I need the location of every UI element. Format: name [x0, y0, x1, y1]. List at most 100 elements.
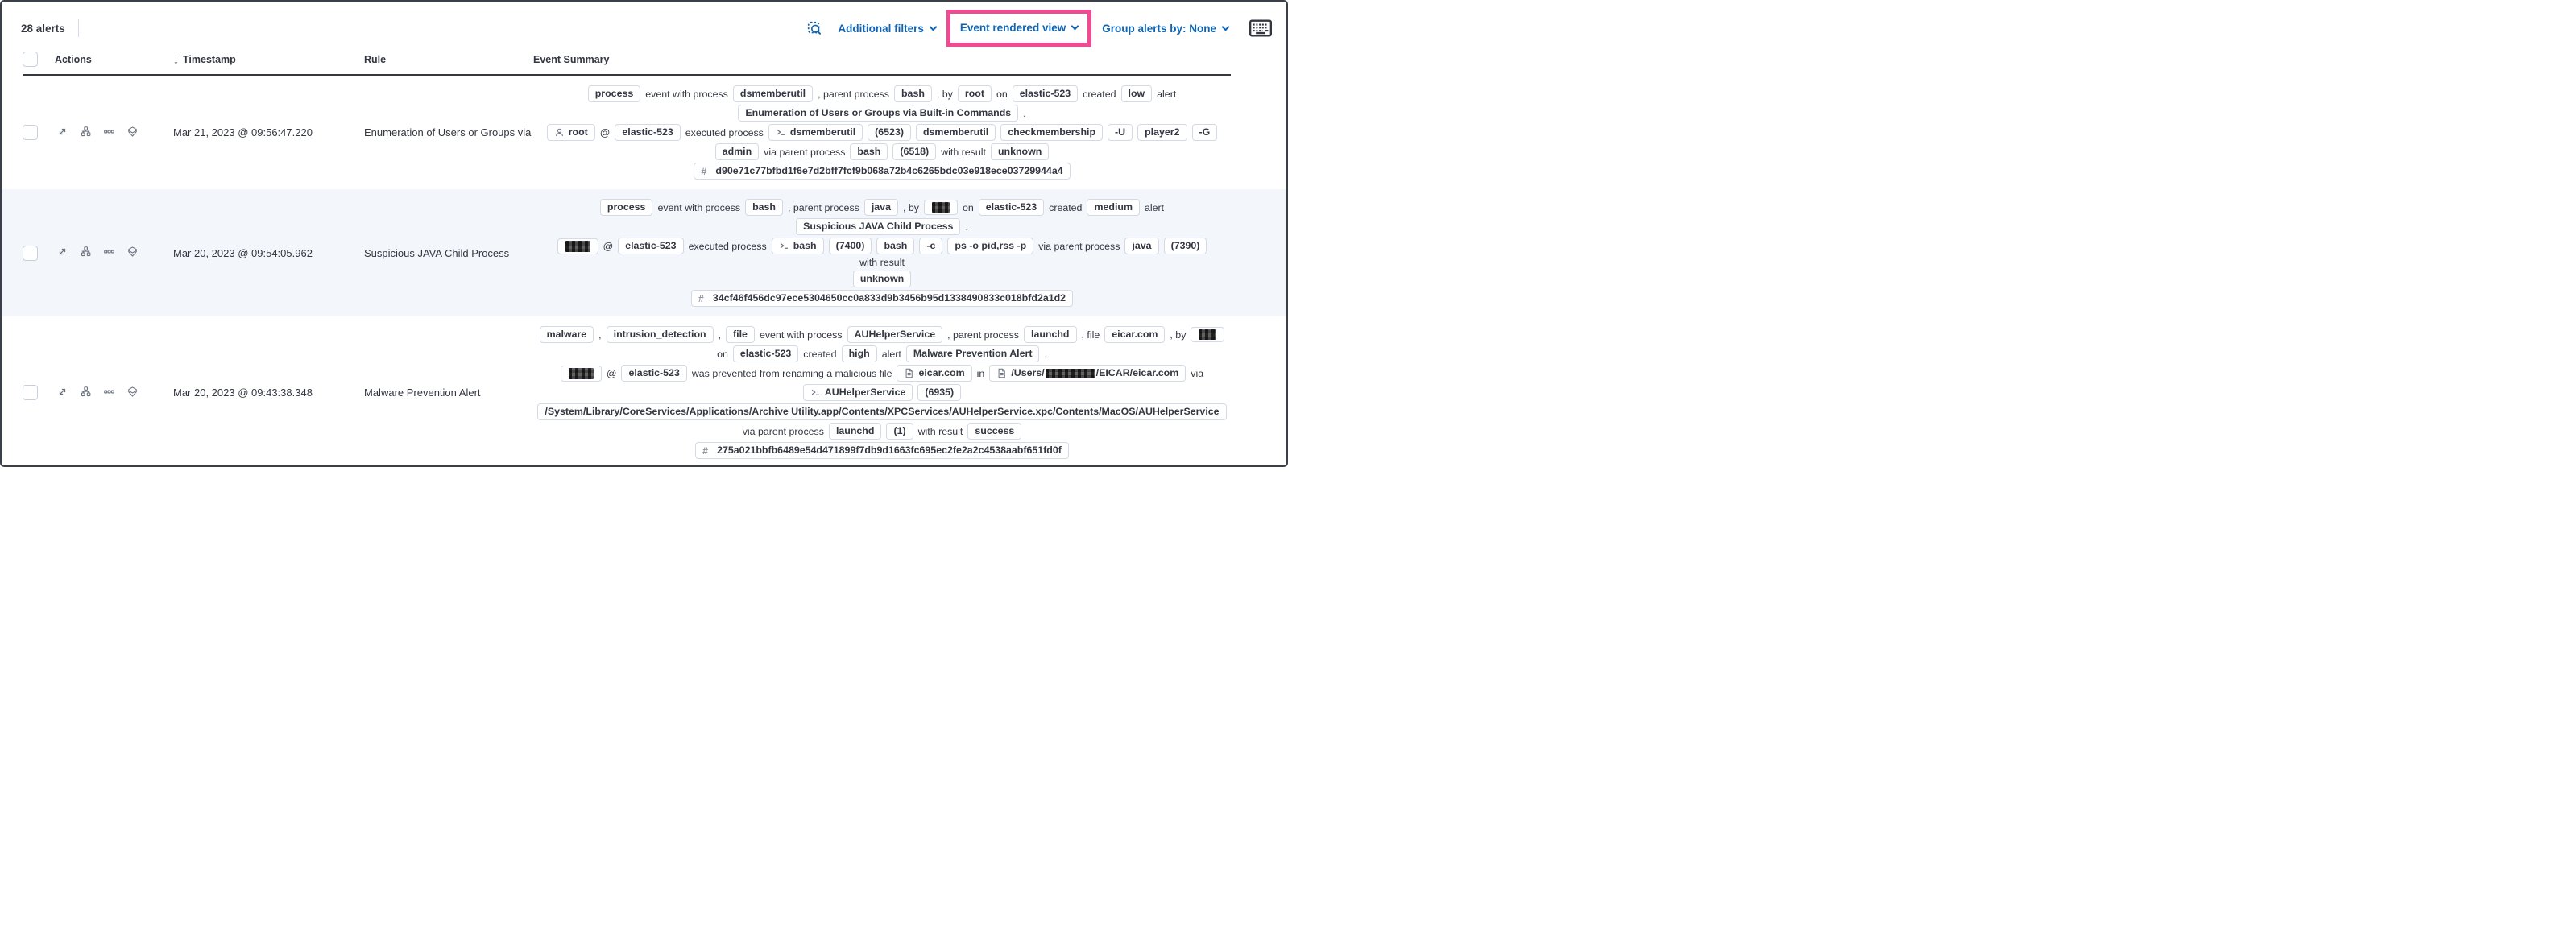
header-event-summary: Event Summary: [533, 53, 610, 65]
summary-badge[interactable]: low: [1120, 85, 1153, 102]
summary-badge[interactable]: -c: [919, 238, 943, 254]
summary-badge[interactable]: (1): [886, 423, 913, 440]
summary-badge[interactable]: Suspicious JAVA Child Process: [796, 218, 961, 235]
summary-badge[interactable]: ps -o pid,rss -p: [947, 238, 1034, 254]
summary-badge[interactable]: player2: [1137, 124, 1187, 141]
expand-button[interactable]: [55, 126, 69, 140]
summary-badge[interactable]: bash: [876, 238, 915, 254]
summary-line: Suspicious JAVA Child Process.: [796, 218, 968, 235]
summary-badge[interactable]: unknown: [852, 271, 912, 287]
inspect-icon[interactable]: [806, 20, 823, 37]
session-view-button[interactable]: [125, 246, 139, 260]
group-alerts-by-button[interactable]: Group alerts by: None: [1102, 23, 1230, 35]
row-actions-cell: [55, 76, 173, 189]
hash-icon: #: [698, 293, 704, 304]
summary-badge[interactable]: (7400): [828, 238, 872, 254]
summary-badge[interactable]: elastic-523: [618, 238, 684, 254]
summary-badge[interactable]: dsmemberutil: [768, 124, 863, 141]
summary-badge[interactable]: bash: [850, 143, 888, 160]
summary-badge[interactable]: admin: [714, 143, 760, 160]
summary-badge[interactable]: AUHelperService: [847, 326, 943, 343]
summary-badge[interactable]: launchd: [828, 423, 882, 440]
summary-badge[interactable]: /Users//EICAR/eicar.com: [989, 365, 1187, 382]
summary-badge[interactable]: dsmemberutil: [732, 85, 814, 102]
summary-badge[interactable]: bash: [745, 199, 783, 216]
summary-badge[interactable]: medium: [1087, 199, 1140, 216]
expand-button[interactable]: [55, 246, 69, 260]
summary-badge[interactable]: process: [599, 199, 653, 216]
more-actions-button[interactable]: [101, 246, 116, 260]
summary-text: via parent process: [764, 146, 846, 158]
summary-badge[interactable]: /System/Library/CoreServices/Application…: [537, 403, 1227, 420]
summary-badge[interactable]: bash: [893, 85, 932, 102]
session-view-button[interactable]: [125, 386, 139, 400]
summary-badge[interactable]: launchd: [1024, 326, 1077, 343]
summary-badge[interactable]: intrusion_detection: [606, 326, 714, 343]
summary-badge[interactable]: high: [841, 345, 877, 362]
summary-badge[interactable]: java: [863, 199, 898, 216]
summary-badge[interactable]: eicar.com: [897, 365, 972, 382]
expand-button[interactable]: [55, 386, 69, 400]
session-view-button[interactable]: [125, 126, 139, 140]
summary-badge[interactable]: unknown: [990, 143, 1050, 160]
summary-badge[interactable]: (6523): [868, 124, 911, 141]
summary-badge[interactable]: (6518): [892, 143, 937, 160]
summary-badge[interactable]: elastic-523: [615, 124, 681, 141]
summary-badge[interactable]: eicar.com: [1104, 326, 1166, 343]
summary-badge[interactable]: elastic-523: [978, 199, 1045, 216]
summary-badge[interactable]: elastic-523: [1012, 85, 1079, 102]
row-checkbox-cell: [23, 76, 55, 189]
row-checkbox[interactable]: [23, 245, 38, 261]
summary-badge[interactable]: process: [587, 85, 641, 102]
summary-badge[interactable]: root: [546, 124, 595, 141]
summary-badge[interactable]: checkmembership: [1000, 124, 1104, 141]
summary-badge[interactable]: dsmemberutil: [915, 124, 996, 141]
terminal-icon: [776, 127, 786, 138]
summary-badge[interactable]: #d90e71c77bfbd1f6e7d2bff7fcf9b068a72b4c6…: [694, 163, 1071, 180]
summary-badge[interactable]: -G: [1191, 124, 1218, 141]
select-all-checkbox[interactable]: [23, 52, 38, 67]
badge-text: malware: [546, 329, 587, 340]
summary-badge[interactable]: (6935): [917, 384, 962, 401]
summary-badge[interactable]: Enumeration of Users or Groups via Built…: [738, 105, 1019, 122]
badge-text: bash: [857, 146, 881, 157]
summary-badge[interactable]: [923, 200, 958, 215]
header-timestamp[interactable]: ↓ Timestamp: [173, 53, 364, 66]
summary-badge[interactable]: [557, 238, 598, 254]
row-checkbox[interactable]: [23, 385, 38, 400]
analyzer-button[interactable]: [78, 386, 93, 400]
summary-badge[interactable]: elastic-523: [732, 345, 799, 362]
summary-badge[interactable]: success: [967, 423, 1022, 440]
summary-badge[interactable]: bash: [771, 238, 824, 254]
summary-badge[interactable]: root: [957, 85, 992, 102]
summary-badge[interactable]: [560, 365, 602, 382]
summary-badge[interactable]: java: [1124, 238, 1159, 254]
more-actions-button[interactable]: [101, 386, 116, 400]
file-icon: [996, 368, 1007, 378]
summary-badge[interactable]: Malware Prevention Alert: [905, 345, 1040, 362]
summary-badge[interactable]: (7390): [1163, 238, 1207, 254]
analyzer-button[interactable]: [78, 246, 93, 260]
summary-badge[interactable]: malware: [539, 326, 594, 343]
summary-badge[interactable]: AUHelperService: [802, 384, 913, 401]
badge-text: low: [1128, 88, 1145, 99]
more-actions-button[interactable]: [101, 126, 116, 140]
summary-text: via parent process: [1038, 240, 1120, 252]
event-rendered-view-selector[interactable]: Event rendered view: [960, 22, 1079, 34]
summary-text: , file: [1081, 329, 1100, 341]
keyboard-icon[interactable]: [1249, 19, 1272, 37]
badge-text: launchd: [1031, 329, 1070, 340]
summary-badge[interactable]: [1191, 327, 1225, 342]
summary-badge[interactable]: elastic-523: [621, 365, 687, 382]
summary-badge[interactable]: file: [726, 326, 755, 343]
analyzer-button[interactable]: [78, 126, 93, 140]
expand-icon: [57, 386, 68, 397]
summary-badge[interactable]: #275a021bbfb6489e54d471899f7db9d1663fc69…: [695, 442, 1069, 459]
summary-badge[interactable]: #34cf46f456dc97ece5304650cc0a833d9b3456b…: [690, 290, 1074, 307]
timestamp-cell: Mar 21, 2023 @ 09:56:47.220: [173, 126, 313, 138]
summary-text: ,: [598, 329, 602, 341]
additional-filters-button[interactable]: Additional filters: [838, 23, 938, 35]
summary-badge[interactable]: -U: [1108, 124, 1133, 141]
row-checkbox[interactable]: [23, 125, 38, 140]
